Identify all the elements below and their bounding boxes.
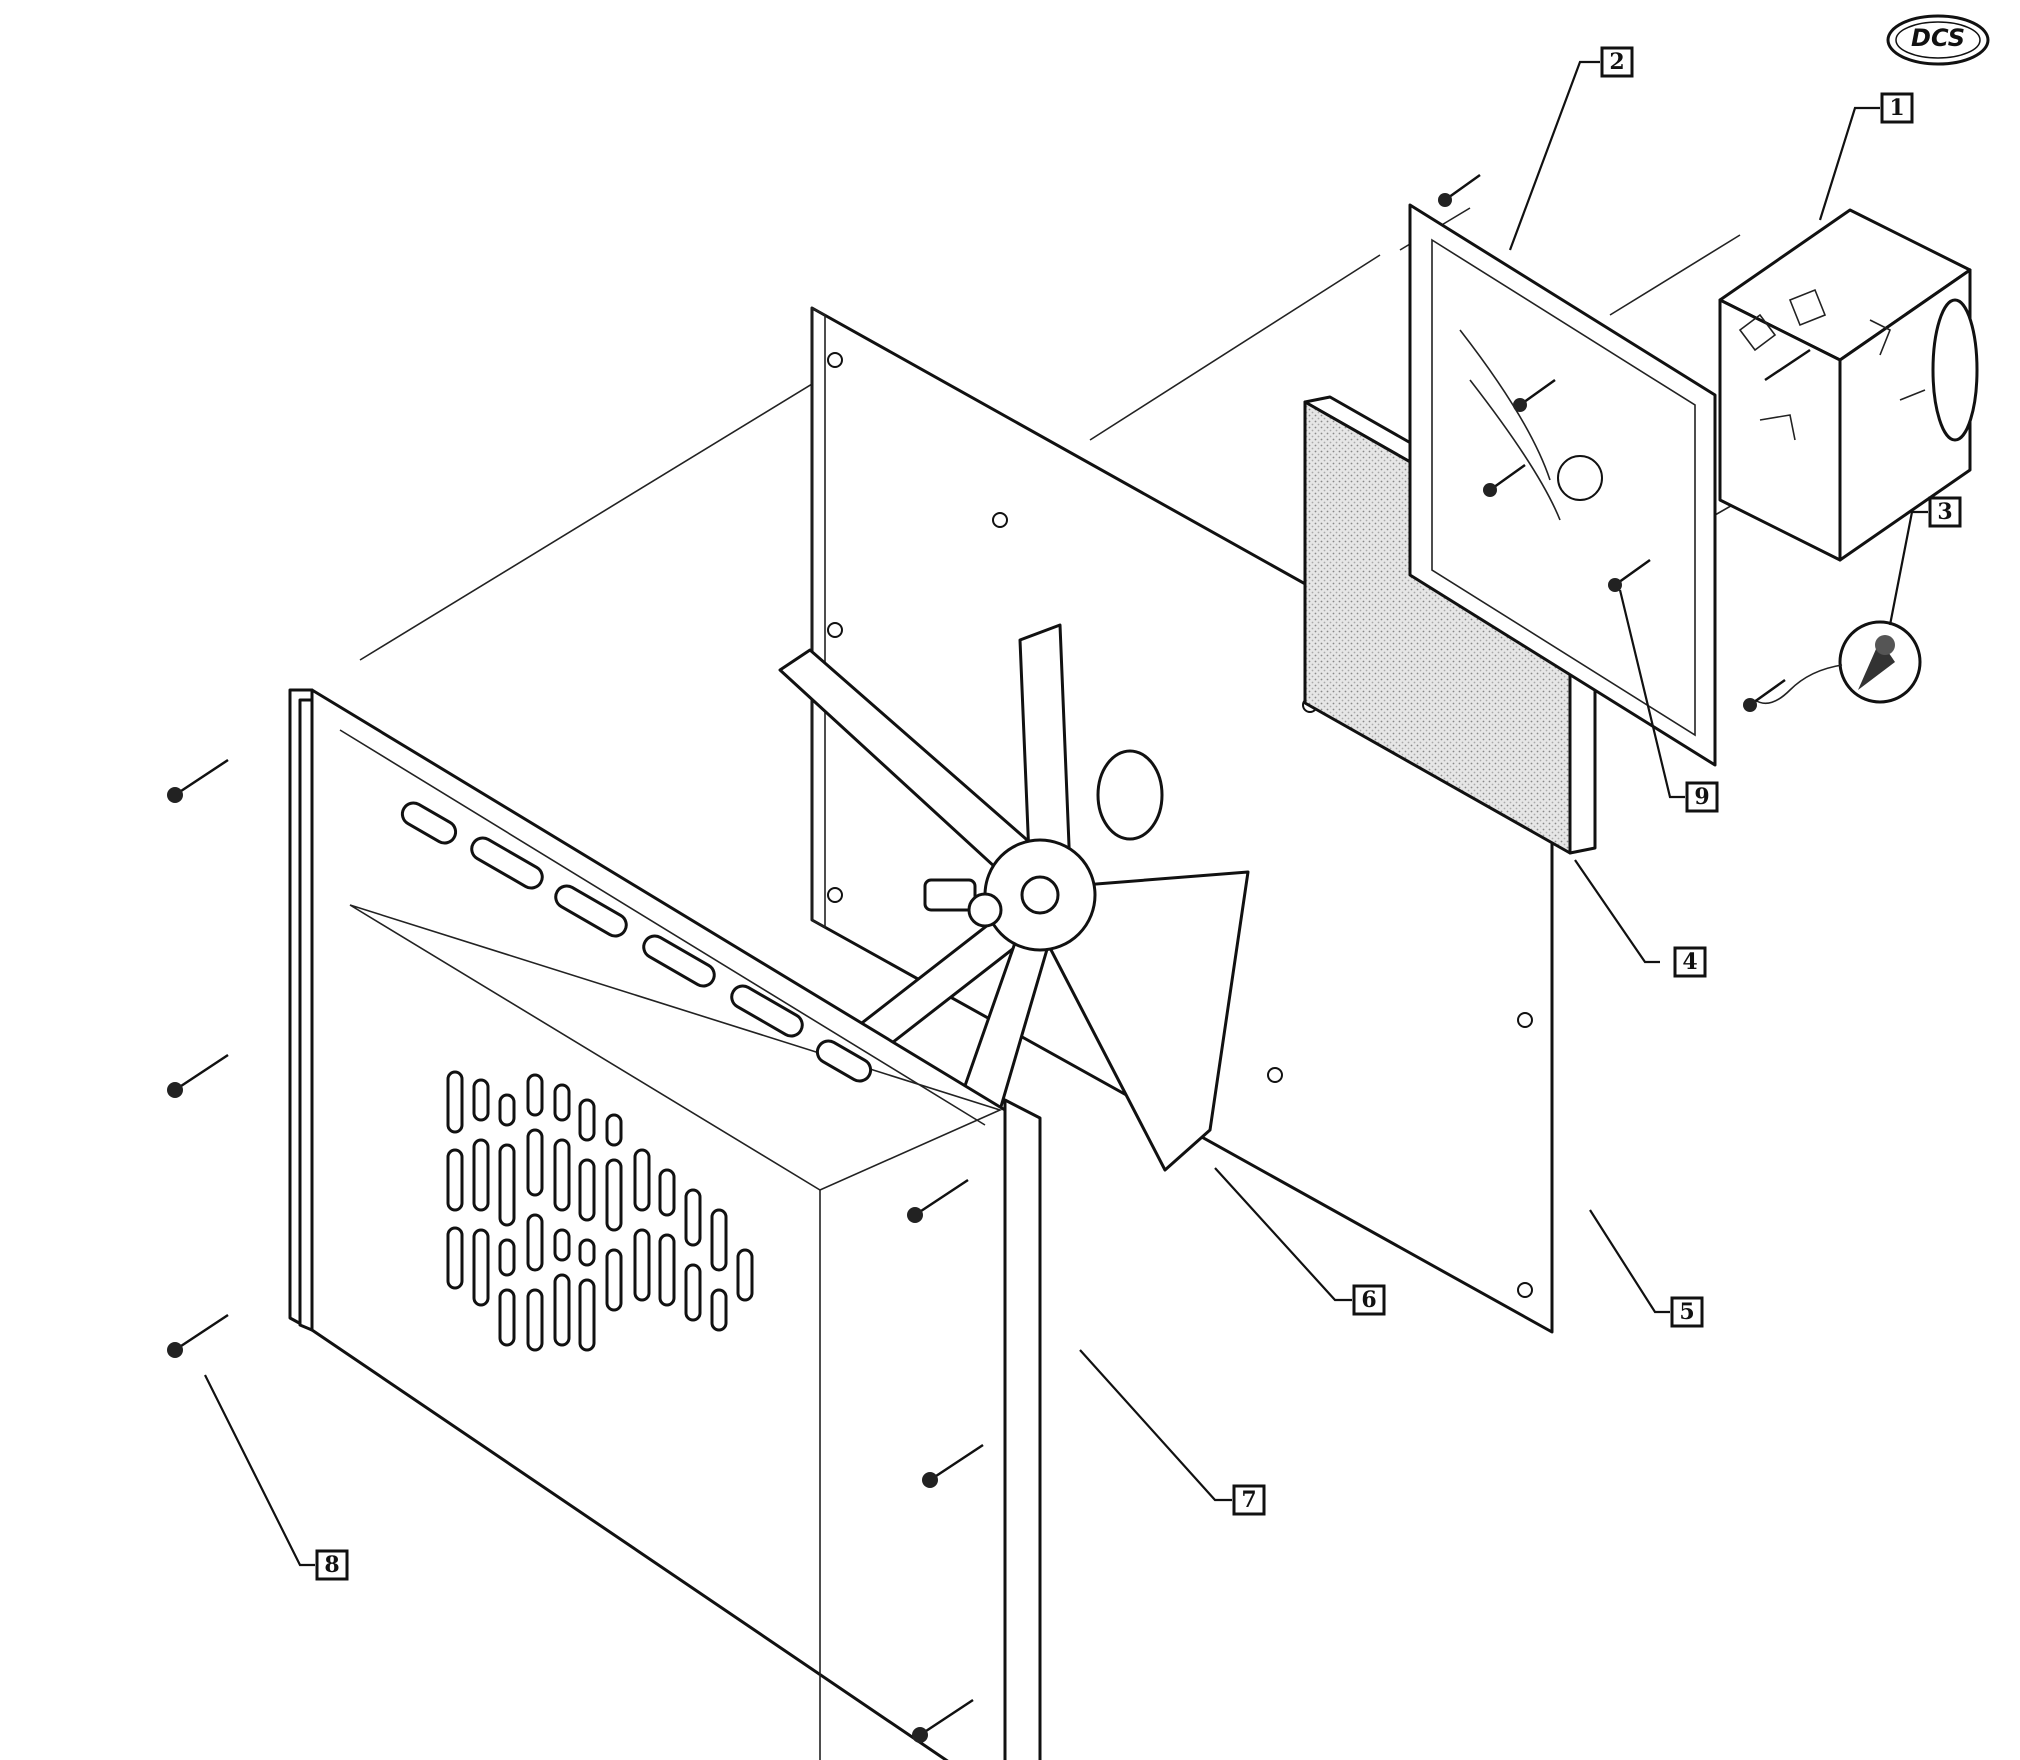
callout-label: 4 (1682, 949, 1697, 975)
callout-1: 1 (1880, 92, 1914, 124)
callout-6: 6 (1352, 1284, 1386, 1316)
dcs-logo: DCS (1886, 14, 1990, 66)
screw-icon (1438, 173, 1481, 207)
callout-9: 9 (1685, 781, 1719, 813)
callout-8: 8 (315, 1549, 349, 1581)
screw-icon (1608, 558, 1651, 592)
callout-label: 7 (1241, 1487, 1256, 1513)
callout-2: 2 (1600, 46, 1634, 78)
screw-icon (167, 758, 229, 803)
callout-label: 3 (1937, 499, 1952, 525)
callout-4: 4 (1673, 946, 1707, 978)
vent-slots-top (400, 801, 873, 1083)
mounting-bracket (1408, 203, 1717, 767)
screw-icon (922, 1443, 984, 1488)
callout-3: 3 (1928, 496, 1962, 528)
callout-label: 1 (1889, 95, 1904, 121)
screw-icon (912, 1698, 974, 1743)
callout-7: 7 (1232, 1484, 1266, 1516)
callout-label: 9 (1694, 784, 1709, 810)
fan-motor (1718, 208, 1979, 562)
screw-icon (1743, 678, 1786, 712)
screw-icon (1483, 463, 1526, 497)
callout-5: 5 (1670, 1296, 1704, 1328)
screw-icon (907, 1178, 969, 1223)
screws (167, 173, 1786, 1743)
logo-text: DCS (1911, 24, 1965, 52)
fan-cover (288, 688, 1042, 1760)
callout-label: 2 (1609, 49, 1624, 75)
thermal-sensor (1754, 620, 1922, 705)
screw-icon (1513, 378, 1556, 412)
leader-lines (204, 60, 1928, 1567)
callout-label: 6 (1361, 1287, 1376, 1313)
screw-icon (167, 1313, 229, 1358)
callout-label: 8 (324, 1552, 339, 1578)
vent-grille (446, 1070, 754, 1352)
screw-icon (167, 1053, 229, 1098)
callout-label: 5 (1679, 1299, 1694, 1325)
